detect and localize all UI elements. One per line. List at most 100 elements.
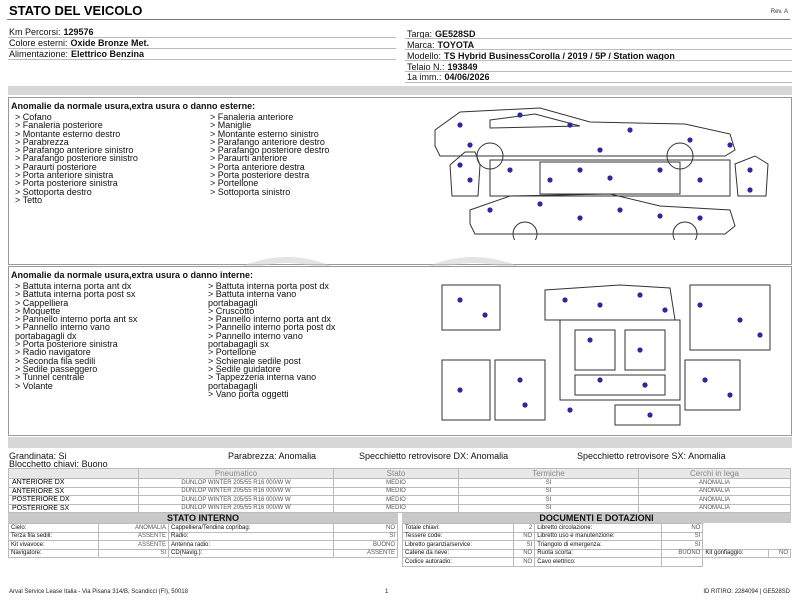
- field-label: Cappelliera/Tendina copribag:: [167, 523, 334, 533]
- damage-marker: [747, 187, 753, 193]
- field-value: ASSENTE: [97, 531, 169, 541]
- list-item: portabagagli dx: [15, 330, 77, 341]
- list-item: > Portellone: [210, 178, 259, 189]
- list-item: > Parafango posteriore destro: [210, 145, 330, 156]
- list-item: portabagagli: [208, 380, 258, 391]
- list-item: portabagagli: [208, 297, 258, 308]
- list-item: > Montante esterno destro: [15, 128, 121, 139]
- damage-marker: [467, 177, 473, 183]
- damage-marker: [637, 347, 643, 353]
- km-row: Km Percorsi:129576: [9, 27, 94, 37]
- grandinata-value: Si: [58, 451, 67, 461]
- table-cell: ANTERIORE DX: [8, 478, 139, 488]
- damage-marker: [627, 127, 633, 133]
- damage-markers: [457, 112, 753, 221]
- damage-marker: [662, 307, 668, 313]
- damage-marker: [642, 382, 648, 388]
- field-label: Tessere code:: [402, 531, 514, 541]
- damage-marker: [737, 317, 743, 323]
- field-value: SI: [660, 531, 704, 541]
- table-cell: SI: [458, 486, 639, 496]
- field-value: NO: [512, 557, 536, 567]
- list-item: > Sottoporta sinistro: [210, 186, 291, 197]
- field-label: Antenna radio:: [167, 540, 334, 550]
- damage-marker: [482, 312, 488, 318]
- field-value: BUONO: [660, 548, 704, 558]
- interior-list-left: > Battuta interna porta ant dx> Battuta …: [15, 281, 138, 390]
- section-band: [8, 437, 792, 448]
- damage-marker: [697, 215, 703, 221]
- list-item: > Pannello interno porta ant sx: [15, 314, 138, 325]
- info-divider: [8, 59, 396, 60]
- table-cell: POSTERIORE DX: [8, 495, 139, 505]
- damage-marker: [537, 201, 543, 207]
- damage-marker: [457, 122, 463, 128]
- table-cell: ANOMALIA: [638, 503, 791, 513]
- field-value: NO: [660, 523, 704, 533]
- grandinata-label: Grandinata:: [9, 451, 57, 461]
- table-cell: SI: [458, 503, 639, 513]
- model-row: Modello:TS Hybrid BusinessCorolla / 2019…: [407, 51, 675, 61]
- field-label: Catene da neve:: [402, 548, 514, 558]
- damage-marker: [547, 177, 553, 183]
- list-item: portabagagli sx: [208, 339, 270, 350]
- field-value: NO: [512, 548, 536, 558]
- damage-marker: [457, 387, 463, 393]
- list-item: > Schienale sedile post: [208, 355, 301, 366]
- list-item: > Battuta interna vano: [208, 289, 297, 300]
- info-divider: [405, 71, 792, 72]
- table-cell: ANTERIORE SX: [8, 486, 139, 496]
- field-label: Libretto garanzia/service:: [402, 540, 514, 550]
- list-item: > Porta posteriore destra: [210, 170, 310, 181]
- field-value: ANOMALIA: [97, 523, 169, 533]
- damage-marker: [697, 302, 703, 308]
- damage-marker: [517, 377, 523, 383]
- page-title: STATO DEL VEICOLO: [9, 3, 143, 18]
- list-item: > Parafango anteriore destro: [210, 136, 325, 147]
- list-item: > Pannello interno vano: [208, 330, 303, 341]
- table-cell: DUNLOP WINTER 205/55 R16 000/W W: [138, 478, 334, 488]
- table-cell: SI: [458, 495, 639, 505]
- footer-id: ID RITIRO: 2284094 | GE528SD: [703, 589, 790, 595]
- field-label: Codice autoradio:: [402, 557, 514, 567]
- field-value: ASSENTE: [97, 540, 169, 550]
- status-specchio-sx: Specchietto retrovisore SX: Anomalia: [577, 451, 726, 461]
- list-item: > Radio navigatore: [15, 347, 91, 358]
- damage-marker: [747, 167, 753, 173]
- field-label: Libretto circolazione:: [534, 523, 662, 533]
- damage-marker: [657, 167, 663, 173]
- list-item: > Cappelliera: [15, 297, 69, 308]
- documenti-title: DOCUMENTI E DOTAZIONI: [402, 513, 791, 523]
- list-item: > Portellone: [208, 347, 257, 358]
- field-label: Totale chiavi:: [402, 523, 514, 533]
- table-cell: DUNLOP WINTER 205/55 R16 000/W W: [138, 495, 334, 505]
- interior-car-diagram: [441, 284, 771, 426]
- field-label: Terza fila sedili:: [8, 531, 99, 541]
- damage-marker: [522, 402, 528, 408]
- list-item: > Parafango posteriore sinistro: [15, 153, 138, 164]
- list-item: > Parafango anteriore sinistro: [15, 145, 134, 156]
- list-item: > Sedile passeggero: [15, 363, 98, 374]
- interior-title: Anomalie da normale usura,extra usura o …: [11, 270, 254, 280]
- status-parabrezza: Parabrezza: Anomalia: [228, 451, 317, 461]
- table-cell: POSTERIORE SX: [8, 503, 139, 513]
- list-item: > Porta anteriore destra: [210, 161, 305, 172]
- list-item: > Cofano: [15, 112, 52, 122]
- interior-list-right: > Battuta interna porta post dx> Battuta…: [208, 281, 335, 398]
- field-value: NO: [512, 531, 536, 541]
- damage-marker: [647, 412, 653, 418]
- damage-marker: [597, 147, 603, 153]
- damage-marker: [657, 213, 663, 219]
- list-item: > Porta posteriore sinistra: [15, 178, 118, 189]
- list-item: > Fanaleria anteriore: [210, 112, 294, 122]
- plate-row: Targa:GE528SD: [407, 29, 476, 39]
- footer-company: Arval Service Lease Italia - Via Pisana …: [9, 589, 188, 595]
- table-cell: ANOMALIA: [638, 478, 791, 488]
- list-item: > Sedile guidatore: [208, 363, 281, 374]
